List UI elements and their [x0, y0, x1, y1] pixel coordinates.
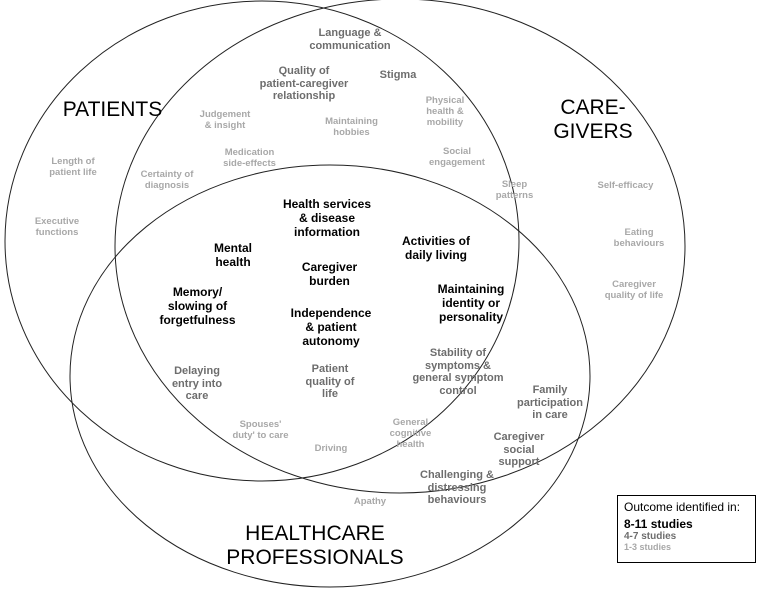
- outcome-self-efficacy: Self-efficacy: [597, 180, 654, 191]
- outcome-executive-functions: Executive functions: [34, 216, 80, 238]
- patients-circle: [4, 0, 520, 482]
- legend-mid: 4-7 studies: [624, 531, 677, 542]
- outcome-spouses-duty: Spouses' duty' to care: [232, 419, 289, 441]
- outcome-health-services: Health services & disease information: [282, 197, 372, 239]
- outcome-mental-health: Mental health: [213, 241, 252, 269]
- outcome-maintaining-hobbies: Maintaining hobbies: [325, 116, 378, 138]
- outcome-stigma: Stigma: [379, 69, 417, 81]
- outcome-driving: Driving: [314, 443, 348, 454]
- professionals-circle: [69, 164, 591, 588]
- legend-box: Outcome identified in: 8-11 studies 4-7 …: [617, 495, 756, 563]
- outcome-sleep-patterns: Sleep patterns: [495, 179, 534, 201]
- legend-title: Outcome identified in:: [624, 500, 741, 514]
- outcome-stability-symptoms: Stability of symptoms & general symptom …: [412, 347, 504, 397]
- group-label-professionals: HEALTHCARE PROFESSIONALS: [226, 522, 404, 570]
- legend-high: 8-11 studies: [624, 517, 693, 531]
- outcome-family-participation: Family participation in care: [516, 384, 583, 422]
- group-label-caregivers: CARE- GIVERS: [553, 96, 633, 144]
- outcome-apathy: Apathy: [353, 496, 387, 507]
- outcome-social-engagement: Social engagement: [429, 146, 485, 168]
- caregivers-circle: [114, 0, 686, 494]
- outcome-caregiver-social-support: Caregiver social support: [493, 431, 545, 469]
- outcome-general-cognitive: General cognitive health: [389, 417, 432, 450]
- outcome-independence: Independence & patient autonomy: [290, 306, 372, 348]
- outcome-patient-qol: Patient quality of life: [305, 363, 355, 401]
- outcome-eating-behaviours: Eating behaviours: [613, 227, 665, 249]
- group-label-patients: PATIENTS: [62, 98, 163, 121]
- outcome-caregiver-burden: Caregiver burden: [301, 260, 358, 288]
- outcome-delaying-entry: Delaying entry into care: [171, 365, 223, 403]
- outcome-challenging-behaviours: Challenging & distressing behaviours: [420, 469, 494, 507]
- legend-low: 1-3 studies: [624, 542, 672, 552]
- outcome-memory: Memory/ slowing of forgetfulness: [159, 285, 236, 327]
- outcome-certainty-diagnosis: Certainty of diagnosis: [140, 169, 194, 191]
- outcome-language-communication: Language & communication: [309, 27, 391, 52]
- outcome-caregiver-qol: Caregiver quality of life: [604, 279, 664, 301]
- outcome-medication-side-effects: Medication side-effects: [223, 147, 276, 169]
- outcome-judgement-insight: Judgement & insight: [199, 109, 251, 131]
- outcome-activities-daily-living: Activities of daily living: [401, 234, 470, 262]
- outcome-maintaining-identity: Maintaining identity or personality: [437, 282, 505, 324]
- outcome-physical-health: Physical health & mobility: [425, 95, 465, 128]
- outcome-quality-relationship: Quality of patient-caregiver relationshi…: [259, 65, 349, 103]
- outcome-length-of-life: Length of patient life: [49, 156, 97, 178]
